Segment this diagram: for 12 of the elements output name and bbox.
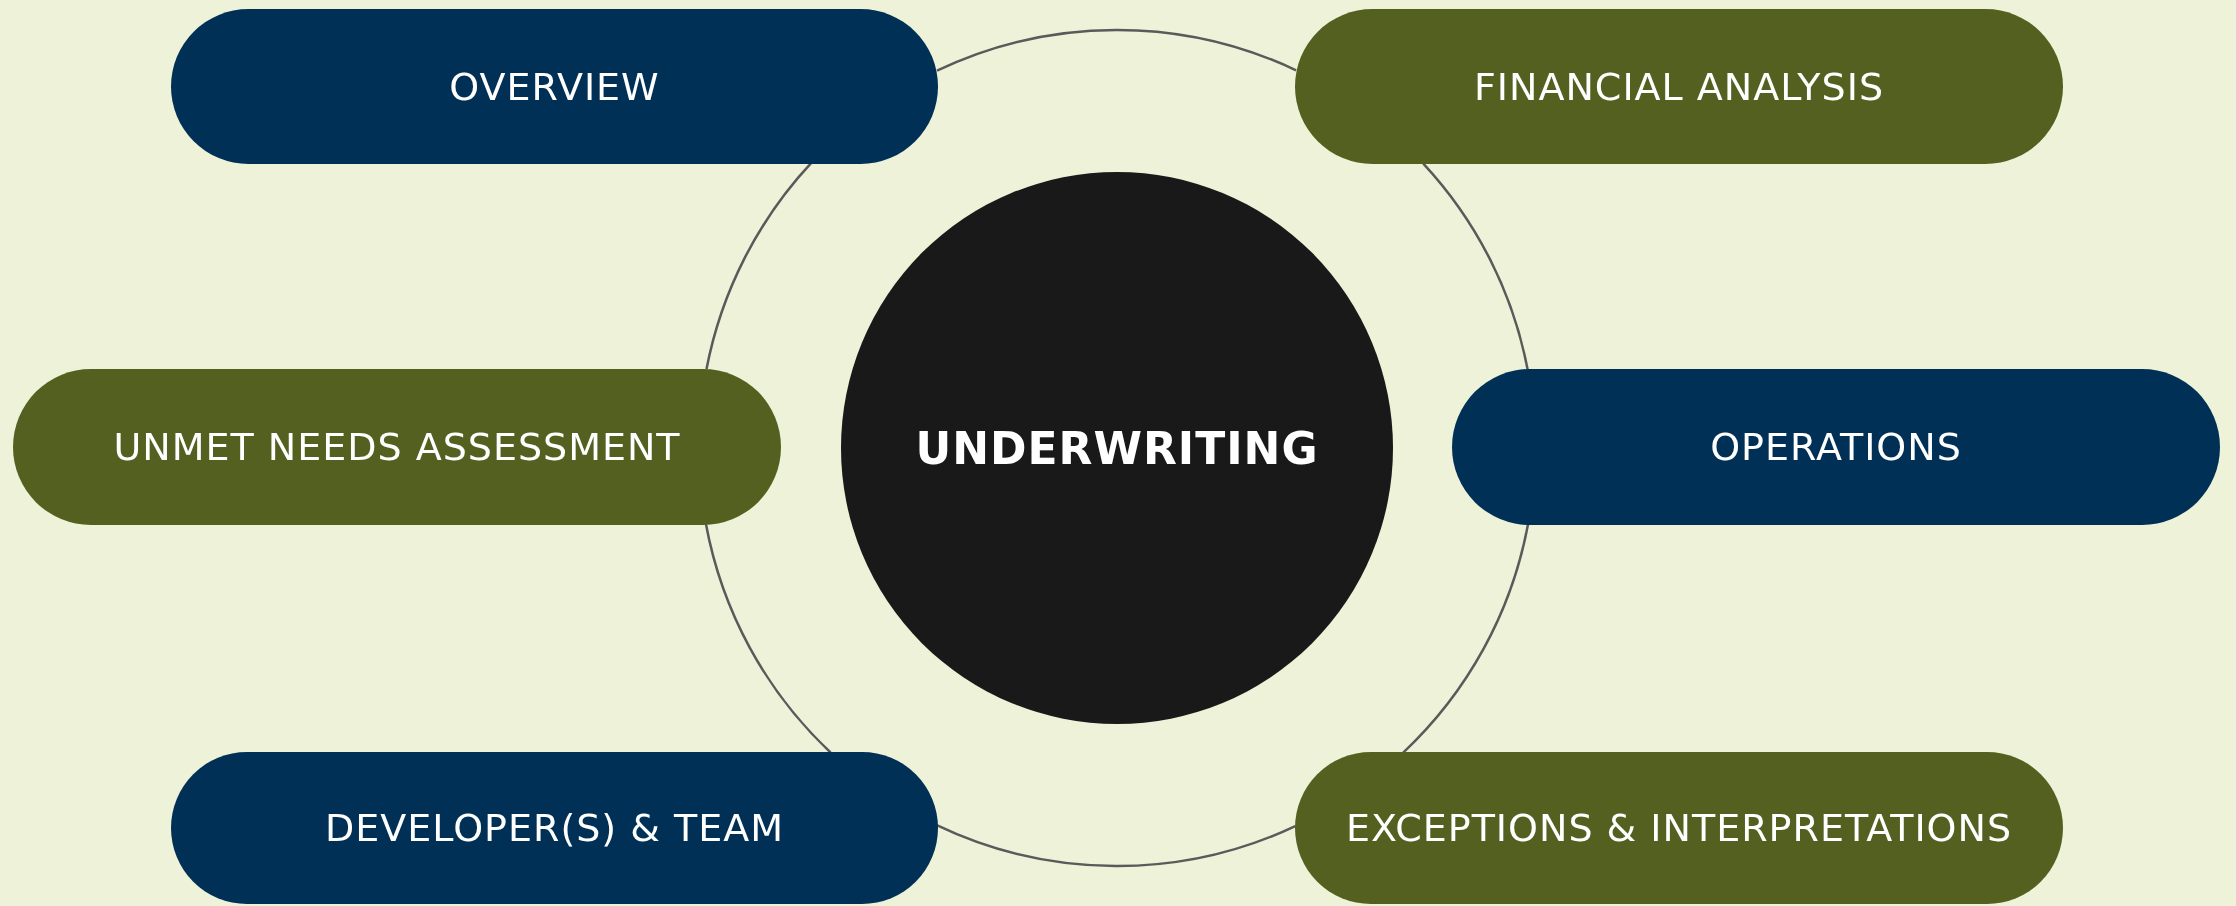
ring-arc-line [1422,162,1529,371]
pill-label: FINANCIAL ANALYSIS [1473,64,1885,109]
ring-arc-line [936,29,1297,72]
pill-label: OVERVIEW [449,64,660,109]
pill-label: EXCEPTIONS & INTERPRETATIONS [1345,806,2013,850]
ring-arc-line [1401,523,1530,754]
ring-arc-line [704,523,832,754]
pill-label: DEVELOPER(S) & TEAM [325,806,784,850]
pill-label: OPERATIONS [1710,425,1962,469]
center-title: UNDERWRITING [915,422,1319,474]
ring-arc-line [705,162,813,370]
pill-label: UNMET NEEDS ASSESSMENT [113,425,681,469]
